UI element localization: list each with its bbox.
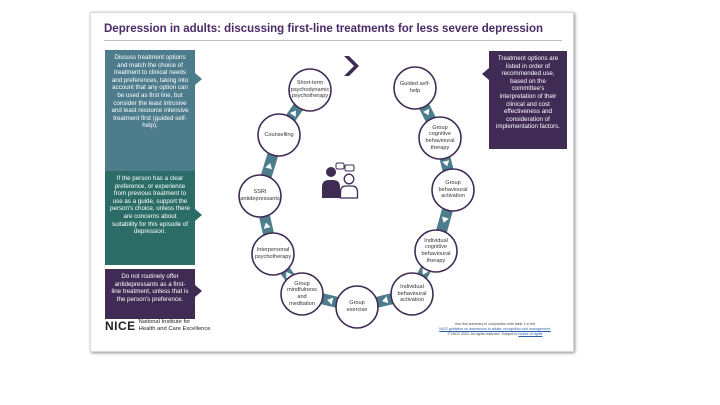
guideline-link[interactable]: NICE guideline on depression in adults: … bbox=[439, 326, 551, 331]
treatment-node-label: Group mindfulness and meditation bbox=[287, 280, 317, 307]
treatment-node bbox=[238, 174, 282, 218]
logo-mark: NICE bbox=[105, 319, 136, 333]
callout-discuss-options: Discuss treatment options and match the … bbox=[105, 50, 195, 171]
treatment-node-label: Short-term psychodynamic psychotherapy bbox=[290, 80, 330, 100]
ring-arrow bbox=[289, 110, 296, 117]
callout-pointer-discuss bbox=[195, 73, 202, 85]
logo-line-1: National Institute for bbox=[138, 319, 191, 326]
notice-of-rights-link[interactable]: Notice of rights bbox=[518, 331, 543, 336]
treatment-node bbox=[431, 168, 475, 212]
ring-arrow bbox=[327, 297, 334, 305]
ring-arrow bbox=[441, 216, 449, 223]
treatment-node bbox=[251, 232, 295, 276]
treatment-node bbox=[335, 285, 379, 329]
callout-pointer-preference bbox=[195, 209, 202, 221]
footer-notice: Use this summary in conjunction with tab… bbox=[421, 322, 569, 336]
nice-logo: NICE National Institute for Health and C… bbox=[105, 319, 211, 333]
treatment-node bbox=[418, 116, 462, 160]
treatment-node-label: Group exercise bbox=[346, 300, 368, 313]
treatment-node bbox=[390, 272, 434, 316]
two-people-conversation-icon bbox=[322, 162, 359, 199]
ring-arrows bbox=[263, 108, 450, 305]
logo-text: National Institute for Health and Care E… bbox=[139, 319, 211, 332]
treatment-node-label: Guided self-help bbox=[399, 81, 431, 94]
ring-arrow bbox=[382, 296, 389, 304]
footer-line-1: Use this summary in conjunction with tab… bbox=[454, 322, 536, 326]
callout-pointer-antidepressants bbox=[195, 285, 202, 297]
ring-arrow bbox=[442, 160, 450, 167]
footer-copyright: © NICE 2022. All rights reserved. Subjec… bbox=[447, 331, 519, 336]
treatment-node-label: SSRI antidepressants bbox=[240, 189, 280, 202]
treatment-nodes bbox=[238, 66, 475, 329]
logo-line-2: Health and Care Excellence bbox=[138, 326, 211, 332]
treatment-node-label: Individual cognitive behavioural therapy bbox=[421, 237, 451, 264]
treatment-node bbox=[393, 66, 437, 110]
ring-arrow bbox=[265, 163, 272, 170]
callout-order-of-use: Treatment options are listed in order of… bbox=[489, 51, 567, 149]
slide: Depression in adults: discussing first-l… bbox=[90, 12, 574, 352]
page-title: Depression in adults: discussing first-l… bbox=[104, 23, 544, 35]
ring-arrow bbox=[422, 268, 429, 275]
treatment-node-label: Counselling bbox=[264, 131, 294, 138]
treatment-ring-diagram bbox=[238, 56, 475, 329]
callout-pointer-order bbox=[482, 68, 489, 80]
treatment-node-label: Individual behavioural activation bbox=[397, 284, 427, 304]
treatment-node bbox=[288, 68, 332, 112]
start-chevron-icon bbox=[344, 56, 359, 76]
ring-arrow bbox=[263, 222, 271, 229]
title-divider bbox=[104, 40, 562, 41]
callout-person-preference: If the person has a clear preference, or… bbox=[105, 171, 195, 265]
ring-arrow bbox=[423, 108, 430, 116]
treatment-node bbox=[280, 272, 324, 316]
callout-antidepressants: Do not routinely offer antidepressants a… bbox=[105, 269, 195, 319]
treatment-node-label: Interpersonal psychotherapy bbox=[254, 247, 292, 260]
ring-arrow bbox=[286, 271, 293, 279]
treatment-node-label: Group behavioural activation bbox=[438, 180, 468, 200]
treatment-node bbox=[414, 229, 458, 273]
treatment-node bbox=[257, 113, 301, 157]
treatment-node-label: Group cognitive behavioural therapy bbox=[425, 124, 455, 151]
